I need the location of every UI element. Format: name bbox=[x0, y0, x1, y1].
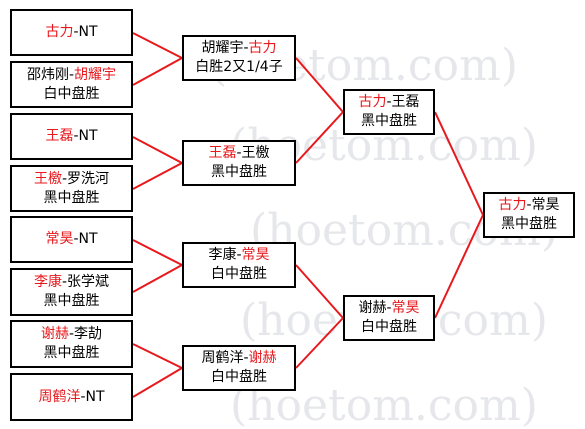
winner-name: 谢赫 bbox=[248, 350, 277, 366]
match-players: 周鹤洋-谢赫 bbox=[201, 349, 276, 368]
match-box-r1-2: 邵炜刚-胡耀宇 白中盘胜 bbox=[10, 61, 133, 108]
player-name: 谢赫- bbox=[358, 300, 392, 316]
match-result: 白中盘胜 bbox=[211, 266, 267, 282]
player-name: 周鹤洋- bbox=[201, 350, 249, 366]
winner-name: 谢赫 bbox=[40, 326, 69, 342]
match-box-r2-4: 周鹤洋-谢赫 白中盘胜 bbox=[182, 345, 296, 391]
winner-name: 王檄 bbox=[33, 170, 62, 187]
bracket-line bbox=[132, 162, 183, 190]
match-box-r1-5: 常昊-NT bbox=[10, 216, 133, 263]
match-players: 常昊-NT bbox=[45, 230, 97, 249]
match-box-semifinal-1: 古力-王磊 黑中盘胜 bbox=[343, 89, 435, 135]
bracket-line bbox=[434, 214, 484, 319]
match-players: 李康-张学斌 bbox=[34, 273, 109, 292]
winner-name: 古力 bbox=[358, 94, 387, 110]
player-name: -NT bbox=[80, 388, 105, 405]
match-box-r1-8: 周鹤洋-NT bbox=[10, 373, 133, 421]
match-box-r1-1: 古力-NT bbox=[10, 9, 133, 56]
player-name: -罗洗河 bbox=[61, 170, 110, 187]
match-box-r1-4: 王檄-罗洗河 黑中盘胜 bbox=[10, 165, 133, 212]
match-players: 王磊-王檄 bbox=[208, 144, 269, 163]
match-result: 黑中盘胜 bbox=[361, 113, 417, 129]
winner-name: 常昊 bbox=[391, 300, 420, 316]
match-players: 李康-常昊 bbox=[208, 246, 269, 265]
match-result: 黑中盘胜 bbox=[211, 164, 267, 180]
player-name: 李康- bbox=[208, 247, 242, 263]
match-players: 谢赫-李劼 bbox=[41, 325, 102, 344]
match-box-semifinal-2: 谢赫-常昊 白中盘胜 bbox=[343, 295, 435, 341]
match-box-r1-3: 王磊-NT bbox=[10, 113, 133, 160]
player-name: 邵炜刚- bbox=[26, 66, 75, 83]
player-name: -常昊 bbox=[526, 197, 560, 213]
player-name: -NT bbox=[73, 128, 98, 144]
bracket-line bbox=[295, 317, 344, 369]
match-players: 邵炜刚-胡耀宇 bbox=[27, 66, 116, 85]
match-players: 王磊-NT bbox=[45, 127, 97, 146]
match-players: 谢赫-常昊 bbox=[358, 299, 419, 318]
match-players: 古力-王磊 bbox=[358, 93, 419, 112]
match-result: 黑中盘胜 bbox=[43, 189, 100, 206]
bracket-line bbox=[295, 111, 344, 164]
player-name: -王磊 bbox=[386, 94, 420, 110]
match-players: 古力-常昊 bbox=[498, 196, 559, 215]
match-box-r1-6: 李康-张学斌 黑中盘胜 bbox=[10, 268, 133, 316]
match-result: 黑中盘胜 bbox=[43, 293, 100, 309]
match-result: 白胜2又1/4子 bbox=[195, 59, 283, 75]
winner-name: 王磊 bbox=[208, 145, 237, 161]
bracket-line bbox=[132, 136, 183, 164]
match-box-r1-7: 谢赫-李劼 黑中盘胜 bbox=[10, 320, 133, 368]
player-name: -李劼 bbox=[68, 326, 103, 342]
bracket-line bbox=[132, 343, 183, 369]
bracket-line bbox=[132, 264, 183, 293]
winner-name: 古力 bbox=[498, 197, 527, 213]
winner-name: 常昊 bbox=[241, 247, 270, 263]
match-result: 白中盘胜 bbox=[211, 369, 267, 385]
winner-name: 王磊 bbox=[45, 128, 74, 144]
player-name: -王檄 bbox=[236, 145, 270, 161]
player-name: -NT bbox=[73, 24, 98, 40]
player-name: -张学斌 bbox=[61, 274, 110, 290]
winner-name: 古力 bbox=[45, 24, 74, 40]
bracket-line bbox=[295, 57, 344, 113]
match-players: 古力-NT bbox=[45, 23, 97, 42]
winner-name: 古力 bbox=[248, 40, 277, 56]
match-box-final: 古力-常昊 黑中盘胜 bbox=[483, 192, 575, 238]
winner-name: 周鹤洋 bbox=[38, 388, 81, 405]
match-result: 白中盘胜 bbox=[361, 319, 417, 335]
match-result: 白中盘胜 bbox=[43, 85, 100, 102]
winner-name: 李康 bbox=[33, 274, 62, 290]
match-box-r2-1: 胡耀宇-古力 白胜2又1/4子 bbox=[182, 35, 296, 81]
match-box-r2-2: 王磊-王檄 黑中盘胜 bbox=[182, 140, 296, 186]
match-box-r2-3: 李康-常昊 白中盘胜 bbox=[182, 242, 296, 288]
bracket-line bbox=[434, 111, 484, 216]
winner-name: 胡耀宇 bbox=[74, 66, 117, 83]
player-name: -NT bbox=[73, 231, 98, 247]
match-players: 周鹤洋-NT bbox=[38, 388, 104, 407]
match-result: 黑中盘胜 bbox=[43, 345, 100, 361]
bracket-line bbox=[132, 239, 183, 266]
bracket-line bbox=[132, 57, 183, 86]
player-name: 胡耀宇- bbox=[201, 40, 249, 56]
winner-name: 常昊 bbox=[45, 231, 74, 247]
match-players: 胡耀宇-古力 bbox=[201, 39, 276, 58]
match-players: 王檄-罗洗河 bbox=[34, 170, 109, 189]
bracket-line bbox=[132, 367, 183, 398]
match-result: 黑中盘胜 bbox=[501, 216, 557, 232]
bracket-line bbox=[132, 32, 183, 59]
bracket-line bbox=[295, 264, 344, 319]
